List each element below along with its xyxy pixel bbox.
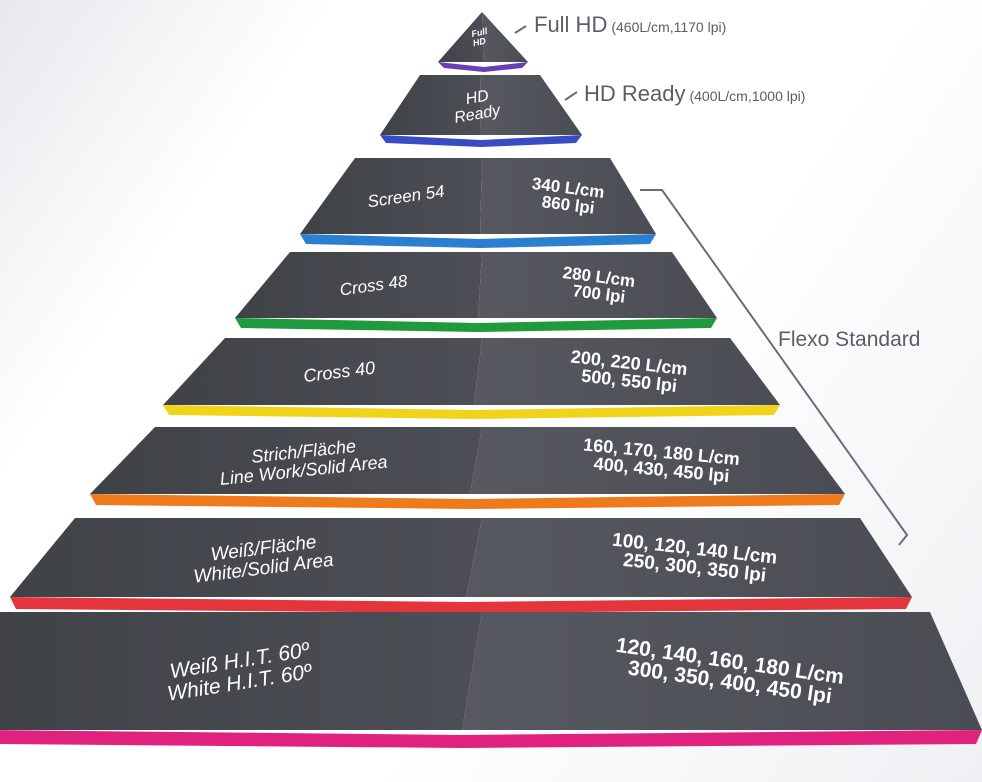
tier-left-face bbox=[163, 338, 482, 405]
full-hd-connector bbox=[514, 25, 527, 34]
hd-ready-connector bbox=[564, 91, 578, 101]
tier-left-face bbox=[235, 252, 482, 318]
tier-right-face bbox=[478, 252, 717, 318]
hd-ready-annotation: HD Ready(400L/cm,1000 lpi) bbox=[584, 81, 805, 107]
tier-color-stripe bbox=[380, 135, 582, 147]
tier-color-stripe bbox=[10, 597, 912, 613]
tier-right-face bbox=[466, 518, 912, 597]
tier-left-face bbox=[10, 518, 482, 597]
tier-color-stripe bbox=[90, 494, 845, 509]
tier-color-stripe bbox=[438, 62, 528, 72]
tier-color-stripe bbox=[300, 234, 656, 248]
full-hd-annotation-detail: (460L/cm,1170 lpi) bbox=[611, 19, 727, 35]
tier-label-line: HD bbox=[472, 36, 487, 49]
tier-left-face bbox=[438, 12, 484, 62]
tier-color-stripe bbox=[163, 405, 780, 419]
full-hd-annotation-name: Full HD bbox=[534, 12, 608, 37]
flexo-bracket bbox=[640, 189, 909, 546]
tier-right-face bbox=[474, 338, 780, 405]
hd-ready-annotation-name: HD Ready bbox=[584, 81, 686, 106]
tier-color-stripe bbox=[0, 730, 982, 748]
tier-color-stripe bbox=[235, 318, 717, 332]
tier-right-face bbox=[480, 158, 656, 234]
tier-left-face bbox=[380, 75, 481, 135]
tier-right-face bbox=[462, 612, 982, 730]
tier-left-face bbox=[0, 612, 482, 730]
tier-right-face bbox=[482, 12, 528, 62]
hd-ready-annotation-detail: (400L/cm,1000 lpi) bbox=[689, 88, 806, 104]
tier-right-face bbox=[470, 427, 845, 494]
tier-left-face bbox=[300, 158, 482, 234]
full-hd-annotation: Full HD(460L/cm,1170 lpi) bbox=[534, 12, 726, 38]
tier-label-line: Full bbox=[471, 26, 489, 39]
flexo-standard-label: Flexo Standard bbox=[778, 328, 921, 351]
tier-right-face bbox=[480, 75, 582, 135]
tier-left-face bbox=[90, 427, 482, 494]
tier-label-line: HD bbox=[464, 87, 490, 108]
